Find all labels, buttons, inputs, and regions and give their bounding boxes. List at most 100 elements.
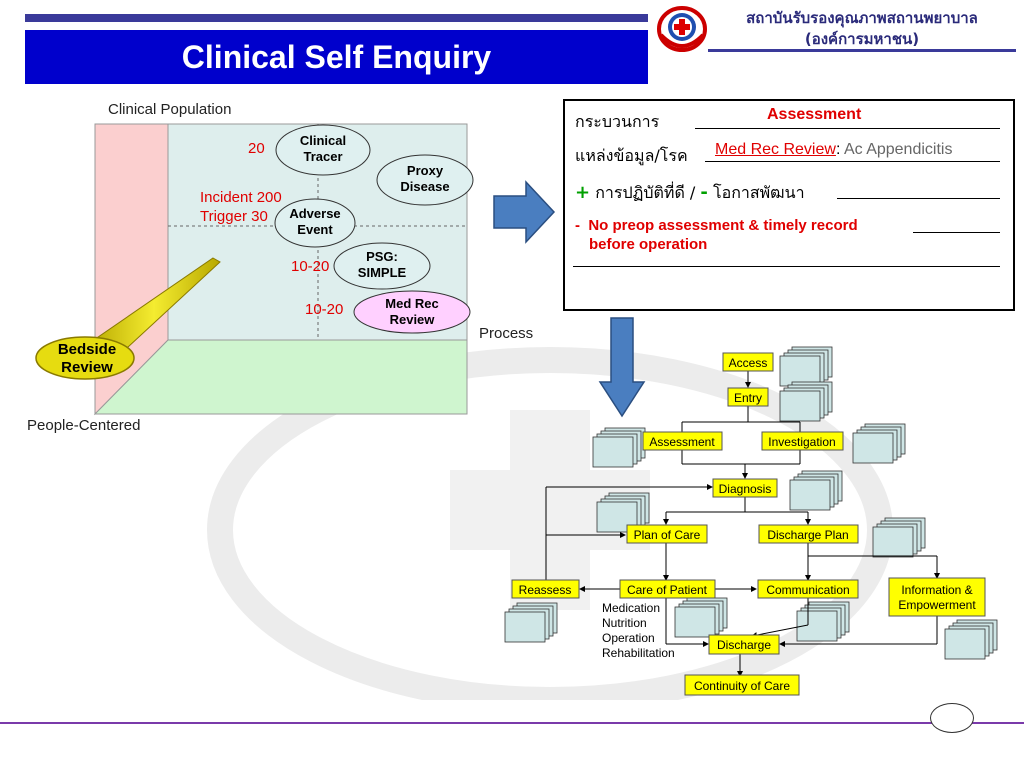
flow-box-plan-of-care <box>626 524 708 544</box>
document-stack-icon <box>852 423 906 464</box>
org-name-line1: สถาบันรับรองคุณภาพสถานพยาบาล <box>746 9 978 27</box>
flow-box-discharge-plan <box>758 524 859 544</box>
axis-clinical-population: Clinical Population <box>108 101 231 118</box>
document-stack-icon <box>872 517 926 558</box>
document-stack-icon <box>796 601 850 642</box>
count-trigger: Trigger 30 <box>200 208 268 225</box>
care-process-flowchart: Access Entry Assessment Investigation Di… <box>504 346 998 696</box>
flow-investigation: Investigation <box>768 435 835 449</box>
proxy-disease-oval <box>376 154 474 206</box>
title-bar <box>25 30 648 84</box>
flow-discharge: Discharge <box>717 638 771 652</box>
source-link: Med Rec Review <box>715 141 836 158</box>
plus-sign: + <box>575 182 591 203</box>
adverse-label-1: Adverse <box>289 206 340 221</box>
count-medrec: 10-20 <box>305 301 343 318</box>
psg-label-2: SIMPLE <box>358 265 407 280</box>
flow-reassess: Reassess <box>519 583 572 597</box>
flow-info-1: Information & <box>901 583 972 597</box>
clinical-tracer-label-2: Tracer <box>303 149 342 164</box>
flow-info-2: Empowerment <box>898 598 976 612</box>
good-practice-label: การปฏิบัติที่ดี / <box>595 183 696 202</box>
enquiry-record-box: กระบวนการ Assessment แหล่งข้อมูล/โรค Med… <box>563 99 1015 311</box>
clinical-tracer-label-1: Clinical <box>300 133 346 148</box>
flow-discharge-plan: Discharge Plan <box>767 528 848 542</box>
flow-assessment: Assessment <box>649 435 715 449</box>
document-stack-icon <box>944 619 998 660</box>
medrec-label-1: Med Rec <box>385 296 438 311</box>
source-value-row: Med Rec Review: Ac Appendicitis <box>715 141 952 159</box>
flow-plan-of-care: Plan of Care <box>634 528 701 542</box>
header-top-rule <box>25 14 648 22</box>
flow-box-information <box>888 577 986 617</box>
flow-entry: Entry <box>734 391 762 405</box>
flow-box-communication <box>757 579 859 599</box>
care-item: Operation <box>602 631 655 645</box>
flow-box-investigation <box>761 431 844 451</box>
document-stack-icon <box>674 597 728 638</box>
process-value: Assessment <box>767 106 862 123</box>
axis-process: Process <box>479 325 533 342</box>
flow-access: Access <box>729 356 768 370</box>
bedside-label-1: Bedside <box>58 341 116 358</box>
flow-continuity: Continuity of Care <box>694 679 790 693</box>
practice-underline <box>837 198 1000 199</box>
org-name-line2: (องค์การมหาชน) <box>804 30 920 48</box>
flow-box-assessment <box>642 431 723 451</box>
document-stack-icon <box>504 602 558 643</box>
finding-text-2: before operation <box>589 236 708 253</box>
flow-box-reassess <box>511 579 580 599</box>
finding-bottom-line <box>573 266 1000 267</box>
finding-line-1: - No preop assessment & timely record <box>575 217 858 234</box>
proxy-label-2: Disease <box>400 179 449 194</box>
count-clinical-tracer: 20 <box>248 140 265 157</box>
finding-dash: - <box>575 217 580 234</box>
axis-people-centered: People-Centered <box>27 417 140 434</box>
source-value: Ac Appendicitis <box>843 141 953 158</box>
org-name: สถาบันรับรองคุณภาพสถานพยาบาล (องค์การมหา… <box>712 8 1012 50</box>
footer-oval-icon <box>930 703 974 733</box>
psg-simple-oval <box>333 242 431 290</box>
count-incident: Incident 200 <box>200 189 282 206</box>
count-psg: 10-20 <box>291 258 329 275</box>
bedside-review-oval <box>35 336 135 380</box>
medrec-label-2: Review <box>390 312 436 327</box>
adverse-label-2: Event <box>297 222 333 237</box>
flow-communication: Communication <box>766 583 849 597</box>
flow-box-diagnosis <box>712 478 778 498</box>
flow-box-discharge <box>708 634 780 655</box>
flow-diagnosis: Diagnosis <box>719 482 772 496</box>
adverse-event-oval <box>274 198 356 248</box>
bedside-label-2: Review <box>61 359 113 376</box>
process-underline <box>695 128 1000 129</box>
process-label: กระบวนการ <box>575 112 660 131</box>
proxy-label-1: Proxy <box>407 163 444 178</box>
care-item: Medication <box>602 601 660 615</box>
med-rec-review-oval <box>353 290 471 334</box>
care-item: Nutrition <box>602 616 647 630</box>
source-underline <box>705 161 1000 162</box>
org-logo-icon <box>657 6 707 52</box>
practice-row: + การปฏิบัติที่ดี / - โอกาสพัฒนา <box>575 181 805 206</box>
arrow-right-icon <box>493 180 556 244</box>
org-rule <box>708 49 1016 52</box>
finding-text-1: No preop assessment & timely record <box>588 217 858 234</box>
opportunity-label: โอกาสพัฒนา <box>712 183 805 202</box>
source-label: แหล่งข้อมูล/โรค <box>575 146 688 165</box>
care-item: Rehabilitation <box>602 646 675 660</box>
document-stack-icon <box>779 346 833 387</box>
document-stack-icon <box>779 381 833 422</box>
arrow-down-icon <box>598 317 646 418</box>
finding-underline <box>913 232 1000 233</box>
flow-care-of-patient: Care of Patient <box>627 583 708 597</box>
flow-box-access <box>722 352 774 372</box>
flow-box-care-of-patient <box>619 579 716 599</box>
page-title: Clinical Self Enquiry <box>181 39 492 75</box>
document-stack-icon <box>789 470 843 511</box>
source-colon: : <box>835 141 841 158</box>
minus-sign: - <box>700 182 708 203</box>
psg-label-1: PSG: <box>366 249 398 264</box>
flow-box-entry <box>727 387 769 407</box>
document-stack-icon <box>592 427 646 468</box>
clinical-tracer-oval <box>275 124 371 176</box>
